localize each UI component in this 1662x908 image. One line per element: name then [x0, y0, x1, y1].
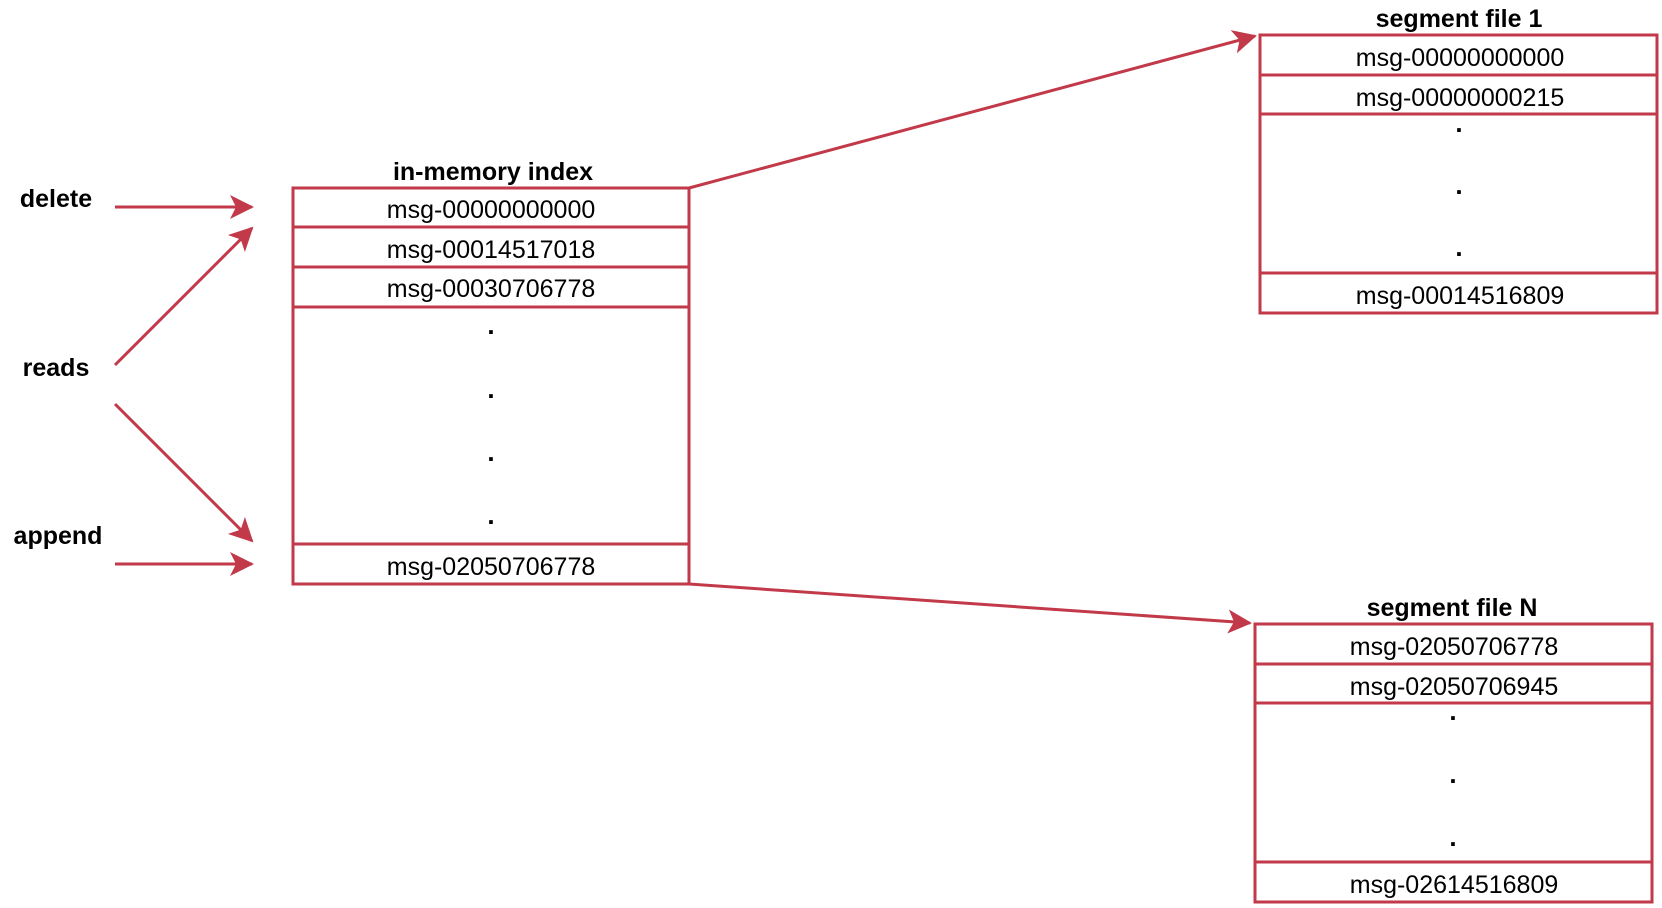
index-title: in-memory index [393, 158, 593, 186]
ellipsis-dot: . [1455, 170, 1462, 200]
segment-n-title: segment file N [1367, 594, 1538, 622]
segment-1-entry: msg-00000000000 [1356, 44, 1565, 72]
segment-1-title: segment file 1 [1376, 5, 1543, 33]
segment-n-entry-last: msg-02614516809 [1350, 871, 1559, 899]
in-memory-index: in-memory index msg-00000000000 msg-0001… [291, 158, 691, 586]
index-entry: msg-00000000000 [387, 196, 596, 224]
segment-n-entry: msg-02050706778 [1350, 633, 1559, 661]
segment-file-1: segment file 1 msg-00000000000 msg-00000… [1258, 5, 1659, 315]
ellipsis-dot: . [1449, 759, 1456, 789]
segment-file-n: segment file N msg-02050706778 msg-02050… [1253, 594, 1654, 904]
delete-label: delete [20, 185, 92, 213]
index-box [291, 186, 691, 586]
segment-n-box [1253, 622, 1654, 904]
append-label: append [14, 522, 103, 550]
reads-label: reads [23, 354, 90, 382]
segment-1-box [1258, 33, 1659, 315]
reads-to-first-arrow [113, 226, 254, 367]
ellipsis-dot: . [1449, 822, 1456, 852]
ellipsis-dot: . [1455, 232, 1462, 262]
segment-1-entry: msg-00000000215 [1356, 84, 1565, 112]
index-to-segment-1-arrow [688, 30, 1257, 190]
ellipsis-dot: . [1449, 696, 1456, 726]
reads-to-last-arrow [113, 402, 254, 543]
segment-n-entry: msg-02050706945 [1350, 673, 1559, 701]
ellipsis-dot: . [487, 500, 494, 530]
index-to-segment-n-arrow [688, 582, 1252, 634]
segment-1-entry-last: msg-00014516809 [1356, 282, 1565, 310]
ellipsis-dot: . [1455, 108, 1462, 138]
index-entry: msg-00030706778 [387, 275, 596, 303]
ellipsis-dot: . [487, 374, 494, 404]
index-entry-last: msg-02050706778 [387, 553, 596, 581]
index-entry: msg-00014517018 [387, 236, 596, 264]
ellipsis-dot: . [487, 437, 494, 467]
ellipsis-dot: . [487, 310, 494, 340]
